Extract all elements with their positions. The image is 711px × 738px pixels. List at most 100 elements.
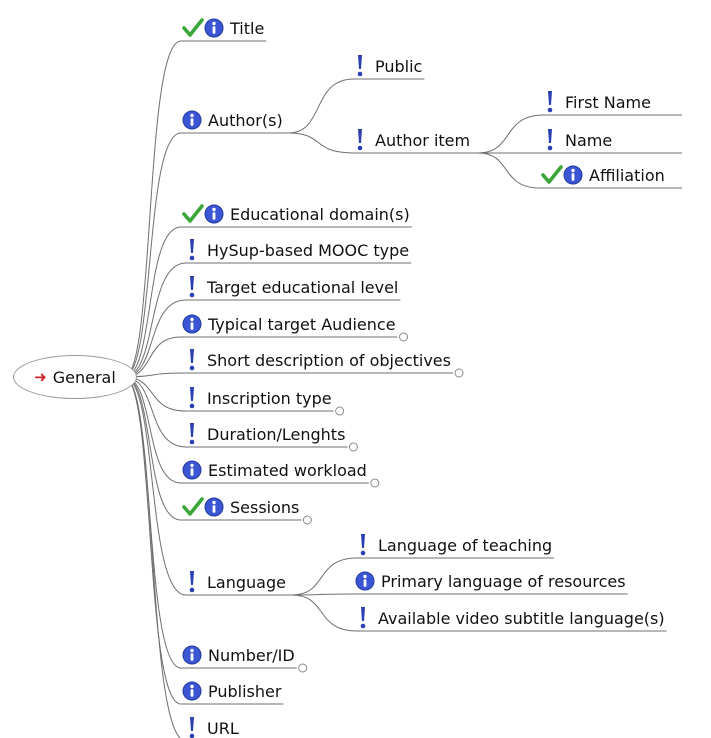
connector-line — [123, 376, 182, 669]
exclamation-icon — [545, 128, 555, 152]
node-affiliation[interactable]: Affiliation — [541, 163, 665, 187]
node-label: HySup-based MOOC type — [207, 240, 410, 260]
node-publisher[interactable]: Publisher — [182, 679, 281, 703]
check-icon — [182, 497, 204, 517]
node-label: Publisher — [208, 681, 282, 701]
exclamation-icon — [358, 606, 368, 630]
node-short-description[interactable]: Short description of objectives — [187, 348, 451, 372]
connector-line — [123, 376, 181, 738]
node-authors[interactable]: Author(s) — [182, 108, 283, 132]
exclamation-icon — [187, 275, 197, 299]
node-inscription-type[interactable]: Inscription type — [187, 386, 332, 410]
node-educational-domain[interactable]: Educational domain(s) — [182, 202, 410, 226]
check-icon — [182, 18, 204, 38]
collapse-handle — [302, 515, 312, 525]
info-icon — [355, 571, 375, 591]
info-icon — [182, 681, 202, 701]
node-label: Estimated workload — [208, 460, 367, 480]
node-label: Primary language of resources — [381, 571, 626, 591]
connector-line — [123, 132, 182, 378]
collapse-handle — [370, 478, 380, 488]
node-label: Affiliation — [589, 165, 665, 185]
info-icon — [182, 645, 202, 665]
connector-line — [123, 376, 182, 521]
root-node-general[interactable]: ➜ General — [13, 355, 137, 399]
node-label: Public — [375, 56, 423, 76]
info-icon — [204, 18, 224, 38]
connector-line — [123, 376, 187, 596]
info-icon — [182, 110, 202, 130]
exclamation-icon — [358, 533, 368, 557]
node-number-id[interactable]: Number/ID — [182, 643, 295, 667]
node-label: Title — [230, 18, 265, 38]
collapse-handle — [348, 442, 358, 452]
connector-line — [478, 114, 545, 154]
exclamation-icon — [187, 386, 197, 410]
node-label: Duration/Lenghts — [207, 424, 346, 444]
node-workload[interactable]: Estimated workload — [182, 458, 367, 482]
collapse-handle — [454, 368, 464, 378]
exclamation-icon — [187, 422, 197, 446]
node-name[interactable]: Name — [545, 128, 612, 152]
node-label: Target educational level — [207, 277, 399, 297]
exclamation-icon — [187, 348, 197, 372]
collapse-handle — [335, 406, 345, 416]
node-author-item[interactable]: Author item — [355, 128, 470, 152]
check-icon — [541, 165, 563, 185]
node-language-teaching[interactable]: Language of teaching — [358, 533, 552, 557]
node-label: URL — [207, 718, 239, 738]
node-label: Author item — [375, 130, 471, 150]
node-label: Name — [565, 130, 613, 150]
node-label: Language — [207, 572, 286, 592]
node-url[interactable]: URL — [187, 716, 239, 738]
node-target-level[interactable]: Target educational level — [187, 275, 398, 299]
arrow-right-icon: ➜ — [34, 368, 47, 386]
exclamation-icon — [187, 716, 197, 738]
node-public[interactable]: Public — [355, 54, 422, 78]
connector-line — [291, 594, 358, 632]
exclamation-icon — [355, 128, 365, 152]
node-mooc-type[interactable]: HySup-based MOOC type — [187, 238, 409, 262]
connector-line — [123, 376, 182, 705]
exclamation-icon — [187, 238, 197, 262]
node-target-audience[interactable]: Typical target Audience — [182, 312, 396, 336]
node-label: Educational domain(s) — [230, 204, 410, 224]
connector-line — [123, 40, 182, 378]
connector-line — [291, 557, 358, 596]
root-label: General — [52, 367, 116, 387]
node-label: Sessions — [230, 497, 300, 517]
node-title[interactable]: Title — [182, 16, 264, 40]
node-subtitle-language[interactable]: Available video subtitle language(s) — [358, 606, 665, 630]
info-icon — [182, 460, 202, 480]
node-label: Typical target Audience — [208, 314, 396, 334]
exclamation-icon — [187, 570, 197, 594]
connector-line — [288, 132, 355, 154]
connector-line — [478, 152, 541, 189]
connector-line — [288, 78, 355, 134]
node-first-name[interactable]: First Name — [545, 90, 651, 114]
connector-line — [123, 376, 182, 484]
node-label: Short description of objectives — [207, 350, 451, 370]
collapse-handle — [298, 663, 308, 673]
node-label: Available video subtitle language(s) — [378, 608, 665, 628]
connector-line — [123, 262, 187, 378]
exclamation-icon — [545, 90, 555, 114]
node-label: Inscription type — [207, 388, 332, 408]
exclamation-icon — [355, 54, 365, 78]
connector-line — [291, 593, 355, 596]
node-label: Author(s) — [208, 110, 283, 130]
node-primary-language[interactable]: Primary language of resources — [355, 569, 626, 593]
collapse-handle — [399, 332, 409, 342]
node-label: Number/ID — [208, 645, 295, 665]
info-icon — [563, 165, 583, 185]
node-language[interactable]: Language — [187, 570, 286, 594]
node-sessions[interactable]: Sessions — [182, 495, 299, 519]
node-label: First Name — [565, 92, 651, 112]
info-icon — [204, 497, 224, 517]
check-icon — [182, 204, 204, 224]
info-icon — [182, 314, 202, 334]
connector-line — [123, 226, 182, 378]
node-duration[interactable]: Duration/Lenghts — [187, 422, 345, 446]
info-icon — [204, 204, 224, 224]
